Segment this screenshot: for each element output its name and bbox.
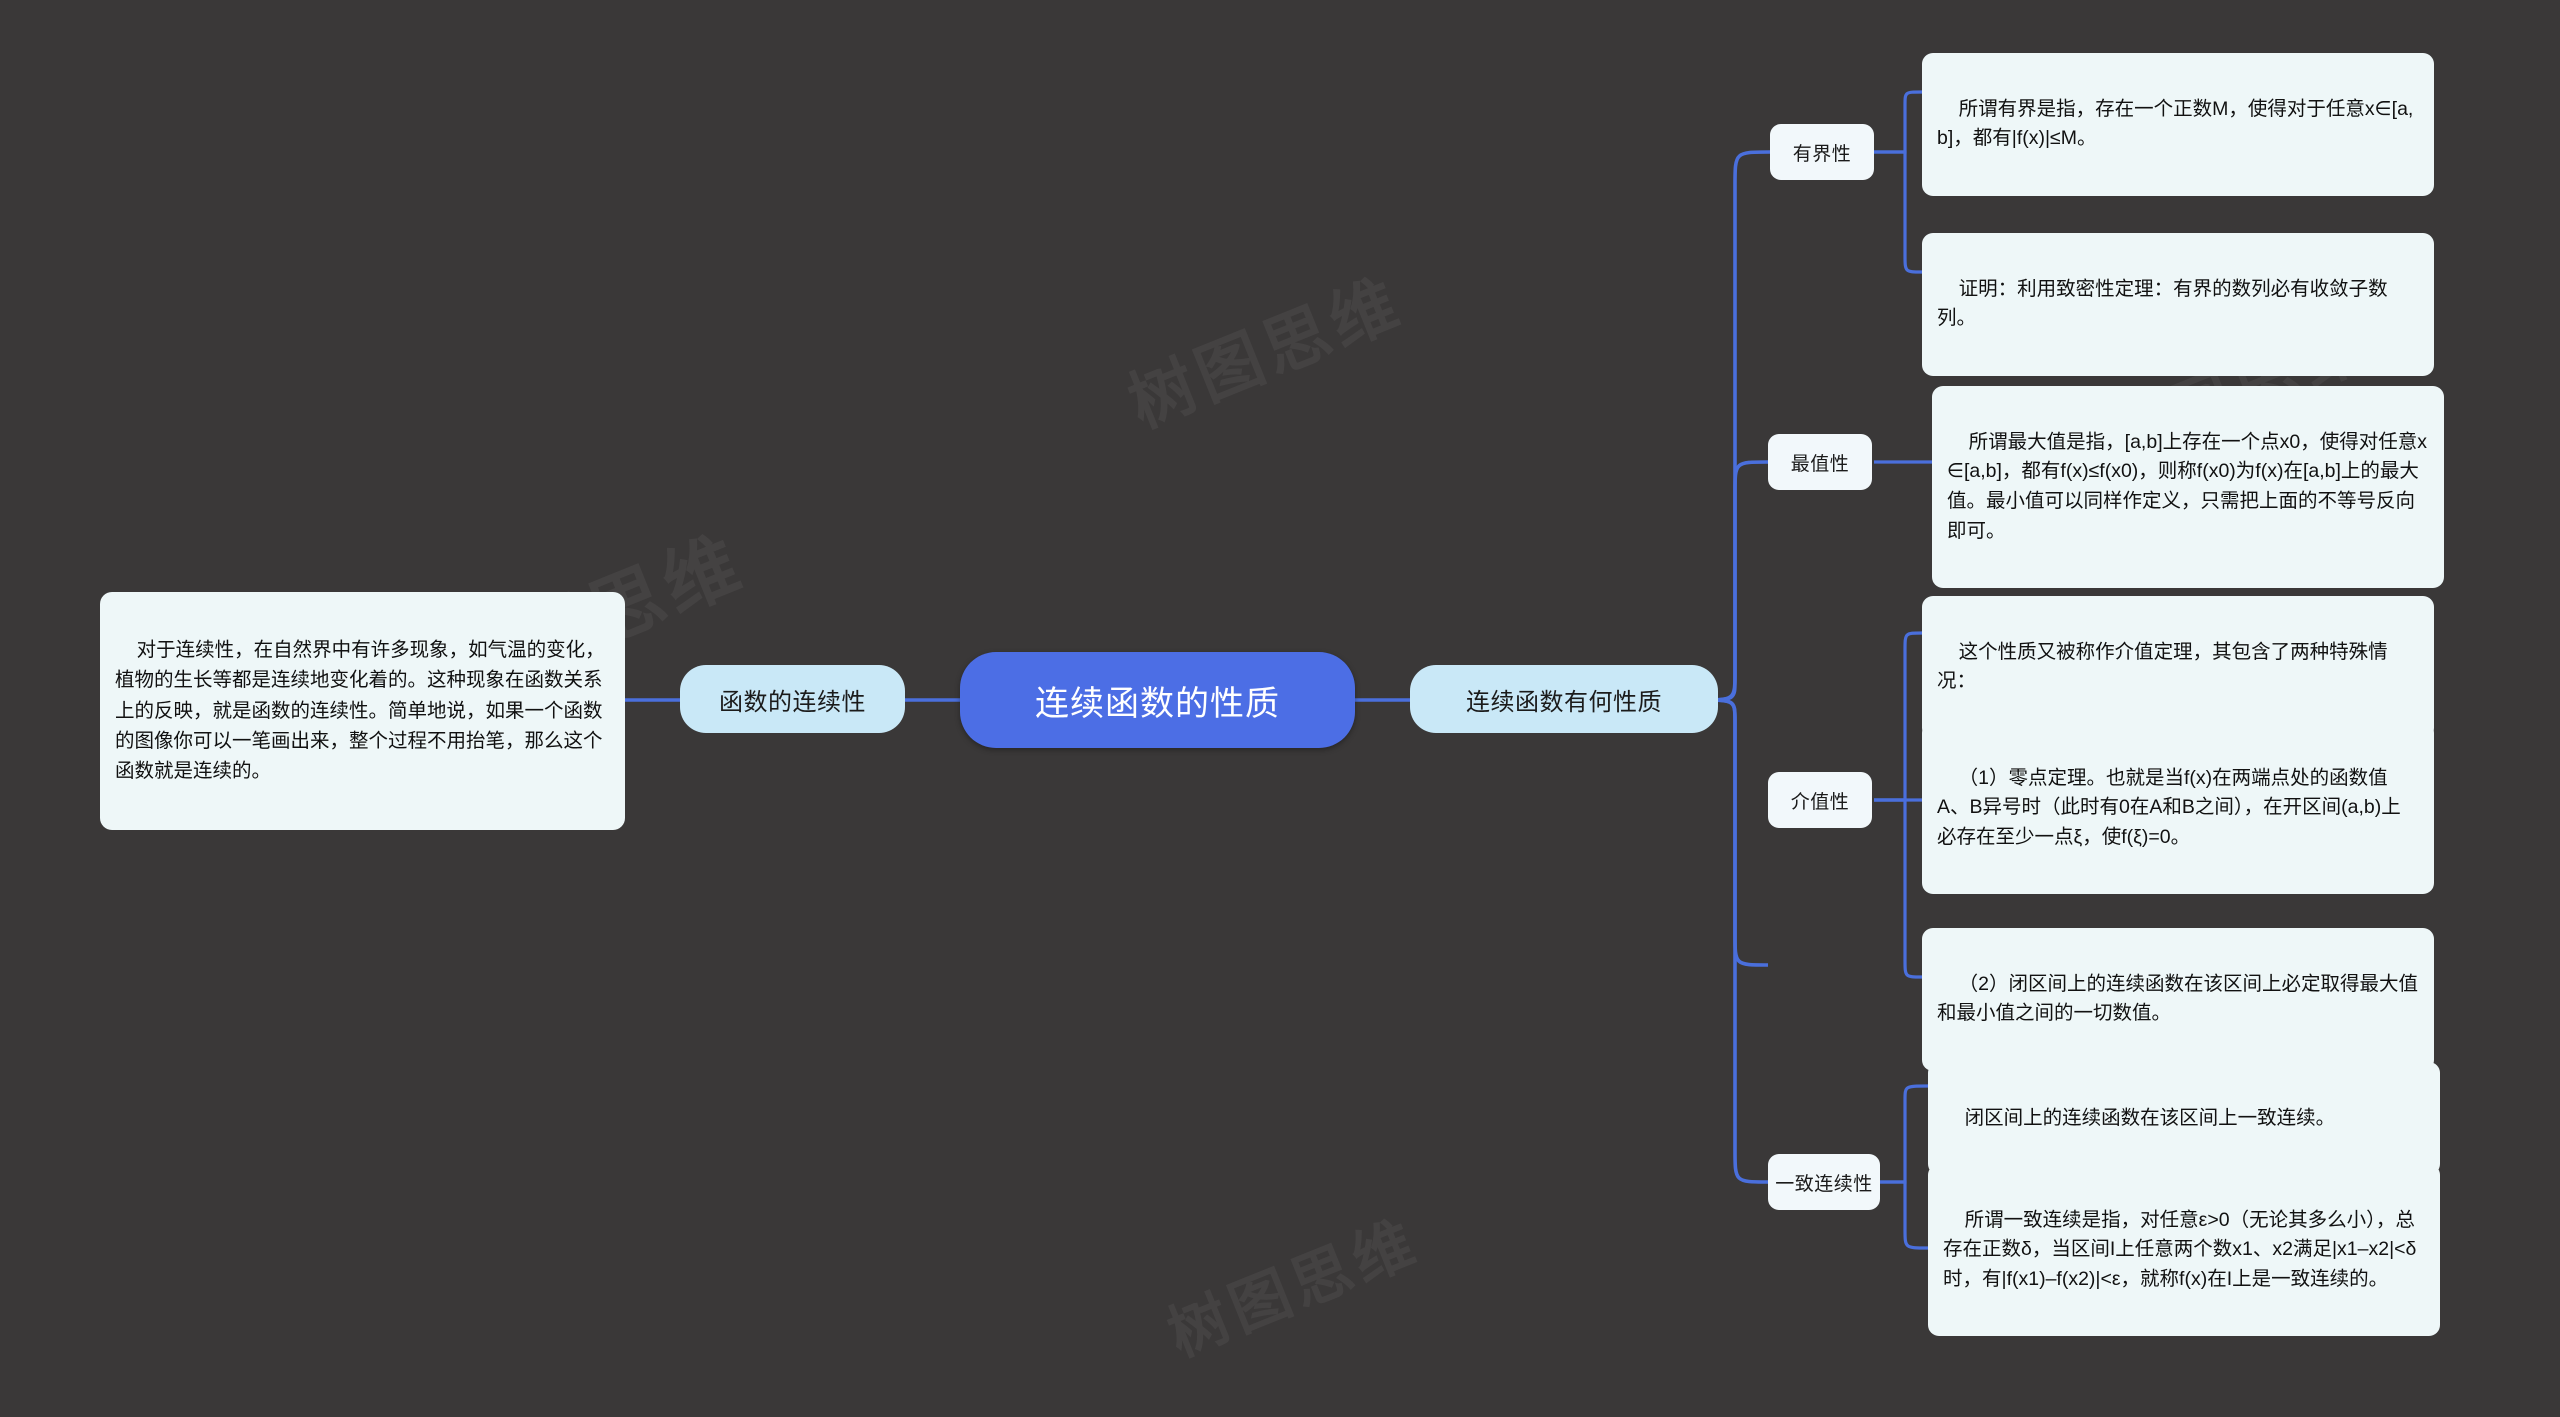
root-label: 连续函数的性质 (1035, 684, 1280, 723)
leaf-text: （2）闭区间上的连续函数在该区间上必定取得最大值和最小值之间的一切数值。 (1937, 972, 2419, 1025)
leaf-text: （1）零点定理。也就是当f(x)在两端点处的函数值A、B异号时（此时有0在A和B… (1937, 766, 2401, 848)
leaf-box[interactable]: 所谓最大值是指，[a,b]上存在一个点x0，使得对任意x∈[a,b]，都有f(x… (1932, 386, 2444, 588)
root-node[interactable]: 连续函数的性质 (960, 652, 1355, 748)
leaf-box[interactable]: 闭区间上的连续函数在该区间上一致连续。 (1928, 1062, 2440, 1175)
leaf-box[interactable]: 证明：利用致密性定理：有界的数列必有收敛子数列。 (1922, 233, 2434, 376)
leaf-box[interactable]: 所谓有界是指，存在一个正数M，使得对于任意x∈[a,b]，都有|f(x)|≤M。 (1922, 53, 2434, 196)
category-label: 一致连续性 (1775, 1173, 1873, 1195)
leaf-text: 闭区间上的连续函数在该区间上一致连续。 (1964, 1106, 2336, 1129)
category-node-uniform-continuity[interactable]: 一致连续性 (1768, 1154, 1880, 1210)
branch-node-continuity[interactable]: 函数的连续性 (680, 665, 905, 733)
category-node-intermediate-value[interactable]: 介值性 (1768, 772, 1872, 828)
watermark: 树图思维 (1158, 1207, 1429, 1369)
leaf-text: 证明：利用致密性定理：有界的数列必有收敛子数列。 (1937, 277, 2388, 330)
left-note-box[interactable]: 对于连续性，在自然界中有许多现象，如气温的变化，植物的生长等都是连续地变化着的。… (100, 592, 625, 830)
leaf-text: 所谓最大值是指，[a,b]上存在一个点x0，使得对任意x∈[a,b]，都有f(x… (1947, 430, 2427, 542)
leaf-text: 所谓一致连续是指，对任意ε>0（无论其多么小），总存在正数δ，当区间I上任意两个… (1943, 1208, 2417, 1290)
branch-node-properties[interactable]: 连续函数有何性质 (1410, 665, 1718, 733)
leaf-box[interactable]: 所谓一致连续是指，对任意ε>0（无论其多么小），总存在正数δ，当区间I上任意两个… (1928, 1164, 2440, 1337)
leaf-text: 所谓有界是指，存在一个正数M，使得对于任意x∈[a,b]，都有|f(x)|≤M。 (1937, 97, 2414, 150)
category-node-boundedness[interactable]: 有界性 (1770, 124, 1874, 180)
category-label: 介值性 (1790, 791, 1850, 813)
leaf-box[interactable]: 这个性质又被称作介值定理，其包含了两种特殊情况： (1922, 596, 2434, 739)
leaf-box[interactable]: （2）闭区间上的连续函数在该区间上必定取得最大值和最小值之间的一切数值。 (1922, 928, 2434, 1071)
category-label: 有界性 (1792, 143, 1852, 165)
left-note-text: 对于连续性，在自然界中有许多现象，如气温的变化，植物的生长等都是连续地变化着的。… (115, 639, 605, 783)
leaf-box[interactable]: （1）零点定理。也就是当f(x)在两端点处的函数值A、B异号时（此时有0在A和B… (1922, 722, 2434, 895)
branch-label: 函数的连续性 (719, 688, 866, 716)
watermark: 树图思维 (1118, 264, 1414, 441)
category-label: 最值性 (1790, 453, 1850, 475)
branch-label: 连续函数有何性质 (1466, 688, 1662, 716)
leaf-text: 这个性质又被称作介值定理，其包含了两种特殊情况： (1937, 640, 2388, 693)
category-node-extremum[interactable]: 最值性 (1768, 434, 1872, 490)
